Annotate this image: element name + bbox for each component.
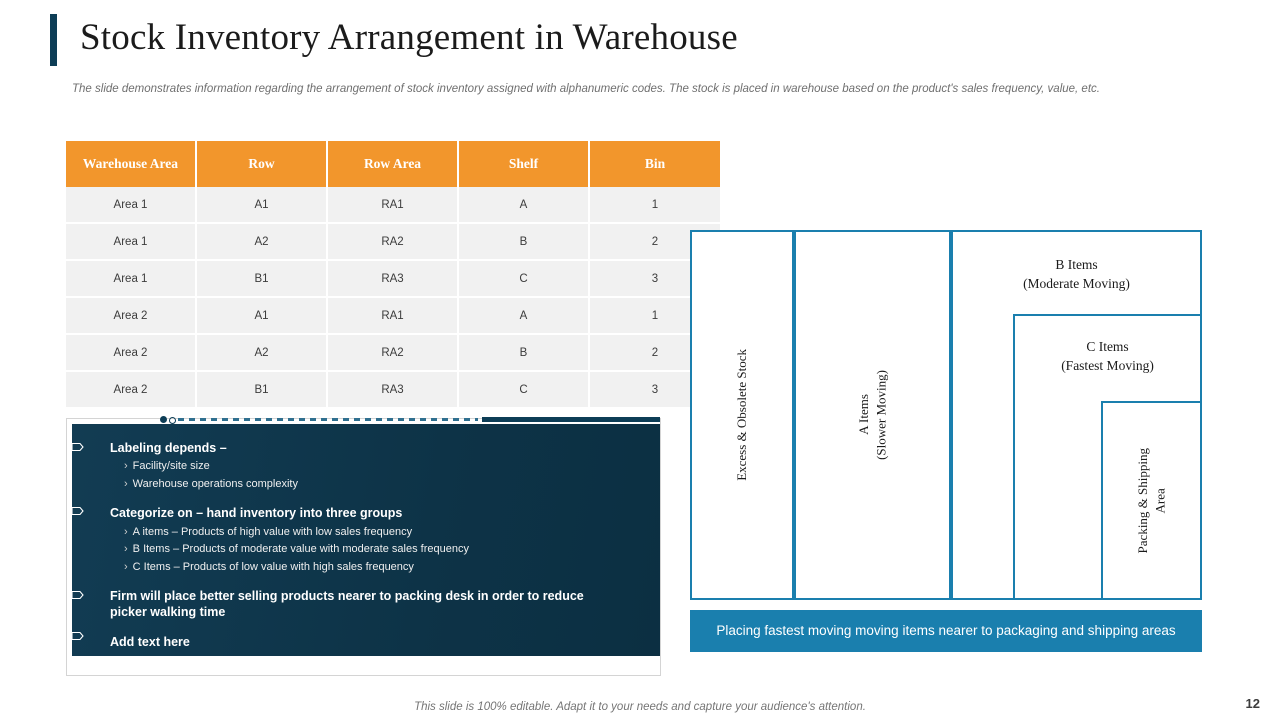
cell-row: B1 — [196, 371, 328, 407]
cell-row-area: RA2 — [327, 334, 459, 372]
table-header-cell-shelf: Shelf — [458, 141, 590, 187]
cell-row-area: RA1 — [327, 297, 459, 335]
zone-label-line1: A Items — [855, 394, 871, 436]
inventory-table: Warehouse Area Row Row Area Shelf Bin Ar… — [66, 141, 720, 407]
info-panel — [72, 424, 660, 656]
cell-row-area: RA3 — [327, 371, 459, 407]
cell-row: B1 — [196, 260, 328, 298]
cell-warehouse-area: Area 1 — [66, 260, 197, 298]
panel-sub-item-label: B Items – Products of moderate value wit… — [132, 543, 469, 555]
zone-excess-obsolete-stock: Excess & Obsolete Stock — [690, 230, 794, 600]
zone-label-line1: B Items — [1055, 257, 1098, 272]
cell-shelf: B — [458, 223, 590, 261]
cell-warehouse-area: Area 1 — [66, 187, 197, 224]
chevron-right-icon: › — [124, 560, 128, 573]
zone-label-line2: Area — [1152, 487, 1168, 514]
panel-group-placeholder: Add text here — [110, 634, 640, 650]
panel-top-rail — [160, 416, 660, 424]
panel-sub-item-label: Warehouse operations complexity — [132, 477, 298, 490]
table-header-cell-row: Row — [196, 141, 328, 187]
cell-warehouse-area: Area 1 — [66, 223, 197, 261]
zone-a-items: A Items (Slower Moving) — [794, 230, 951, 600]
chevron-right-icon: › — [124, 525, 128, 538]
panel-group-picker: Firm will place better selling products … — [110, 588, 640, 621]
cell-shelf: C — [458, 260, 590, 298]
cell-shelf: A — [458, 297, 590, 335]
table-row: Area 2 A2 RA2 B 2 — [66, 334, 720, 372]
cell-shelf: C — [458, 371, 590, 407]
panel-group-heading: Add text here — [110, 634, 190, 649]
page-number: 12 — [1245, 696, 1260, 711]
cell-shelf: A — [458, 187, 590, 224]
zone-label: A Items (Slower Moving) — [855, 370, 890, 460]
inventory-table-wrapper: Warehouse Area Row Row Area Shelf Bin Ar… — [66, 141, 720, 407]
panel-group-heading: Firm will place better selling products … — [110, 589, 584, 620]
flag-icon — [70, 442, 85, 453]
cell-row: A1 — [196, 297, 328, 335]
cell-warehouse-area: Area 2 — [66, 297, 197, 335]
warehouse-diagram: Excess & Obsolete Stock A Items (Slower … — [690, 230, 1202, 600]
zone-label: B Items (Moderate Moving) — [953, 256, 1200, 294]
panel-group-labeling: Labeling depends – › Facility/site size ›… — [110, 440, 640, 492]
zone-label-line2: (Fastest Moving) — [1061, 357, 1154, 373]
table-header-cell-warehouse-area: Warehouse Area — [66, 141, 197, 187]
flag-icon — [70, 590, 85, 601]
table-header-cell-row-area: Row Area — [327, 141, 459, 187]
panel-sub-item: › C Items – Products of low value with hi… — [124, 559, 640, 576]
cell-bin: 1 — [589, 187, 720, 224]
panel-group-heading: Labeling depends – — [110, 441, 227, 455]
table-header-cell-bin: Bin — [589, 141, 720, 187]
panel-content: Labeling depends – › Facility/site size ›… — [110, 440, 640, 652]
title-accent-bar — [50, 14, 57, 66]
flag-icon — [70, 506, 85, 517]
cell-row-area: RA1 — [327, 187, 459, 224]
rail-dashed-line — [178, 418, 478, 421]
cell-warehouse-area: Area 2 — [66, 371, 197, 407]
cell-row: A2 — [196, 334, 328, 372]
table-row: Area 2 B1 RA3 C 3 — [66, 371, 720, 407]
cell-shelf: B — [458, 334, 590, 372]
cell-row: A2 — [196, 223, 328, 261]
rail-solid-line — [482, 417, 660, 422]
page-title: Stock Inventory Arrangement in Warehouse — [80, 17, 738, 58]
zone-label: Excess & Obsolete Stock — [734, 349, 750, 481]
zone-label: C Items (Fastest Moving) — [1015, 338, 1200, 376]
panel-sub-item-label: A items – Products of high value with lo… — [132, 525, 413, 538]
chevron-right-icon: › — [124, 460, 128, 473]
panel-sub-item-label: C Items – Products of low value with hig… — [132, 560, 414, 573]
zone-label-line2: (Moderate Moving) — [1023, 275, 1130, 291]
panel-group-categorize: Categorize on – hand inventory into thre… — [110, 505, 640, 575]
panel-sub-item: › B Items – Products of moderate value wi… — [124, 541, 640, 558]
slide-subtitle: The slide demonstrates information regar… — [72, 83, 1100, 95]
cell-warehouse-area: Area 2 — [66, 334, 197, 372]
rail-dot-filled — [160, 416, 167, 423]
table-row: Area 1 B1 RA3 C 3 — [66, 260, 720, 298]
chevron-right-icon: › — [124, 543, 128, 555]
zone-label: Packing & Shipping Area — [1134, 448, 1169, 553]
panel-sub-item: › Facility/site size — [124, 458, 640, 475]
rail-dot-hollow — [169, 417, 176, 424]
chevron-right-icon: › — [124, 477, 128, 490]
table-header-row: Warehouse Area Row Row Area Shelf Bin — [66, 141, 720, 187]
zone-label-line1: C Items — [1086, 339, 1129, 354]
zone-label-line1: Packing & Shipping — [1134, 447, 1150, 554]
table-row: Area 1 A1 RA1 A 1 — [66, 187, 720, 224]
footer-note: This slide is 100% editable. Adapt it to… — [414, 701, 866, 713]
panel-sub-item: › A items – Products of high value with l… — [124, 524, 640, 541]
table-row: Area 1 A2 RA2 B 2 — [66, 223, 720, 261]
panel-group-heading: Categorize on – hand inventory into thre… — [110, 506, 403, 521]
panel-sub-item: › Warehouse operations complexity — [124, 476, 640, 493]
cell-row-area: RA3 — [327, 260, 459, 298]
zone-packing-shipping-area: Packing & Shipping Area — [1101, 401, 1202, 600]
flag-icon — [70, 631, 85, 642]
zone-label-line2: (Slower Moving) — [873, 370, 889, 460]
panel-sub-item-label: Facility/site size — [132, 460, 210, 473]
cell-row-area: RA2 — [327, 223, 459, 261]
table-row: Area 2 A1 RA1 A 1 — [66, 297, 720, 335]
cell-row: A1 — [196, 187, 328, 224]
warehouse-caption: Placing fastest moving moving items near… — [690, 610, 1202, 652]
